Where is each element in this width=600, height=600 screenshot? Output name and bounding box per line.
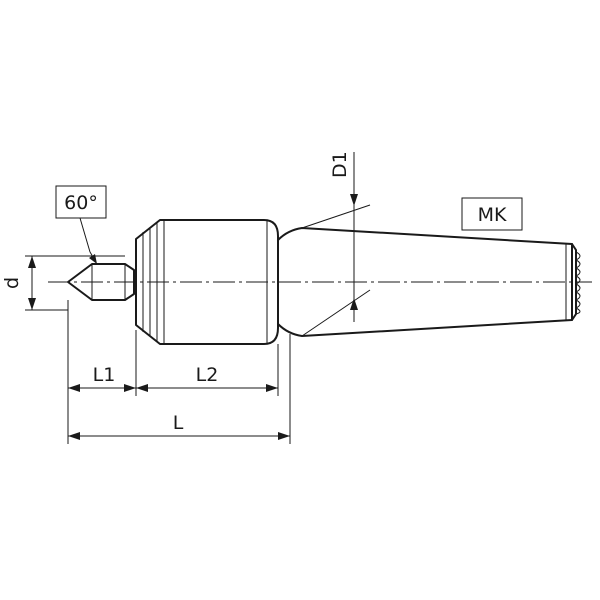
l-dimension (68, 432, 290, 440)
taper-label-box (461, 197, 523, 231)
label-taper: MK (478, 204, 507, 226)
morse-taper-shank (277, 227, 581, 337)
length-extension-lines (67, 300, 291, 444)
label-l2: L2 (196, 364, 219, 386)
l2-dimension (136, 384, 278, 392)
label-l1: L1 (93, 364, 116, 386)
bearing-body (135, 219, 279, 345)
cone-tip (67, 263, 135, 301)
label-d1: D1 (329, 151, 351, 178)
d-dimension (25, 255, 125, 311)
angle-callout (55, 185, 107, 264)
l1-dimension (68, 384, 136, 392)
label-l: L (173, 412, 184, 434)
label-d: d (1, 277, 23, 289)
d1-dimension (301, 152, 371, 337)
label-angle: 60° (64, 192, 98, 214)
